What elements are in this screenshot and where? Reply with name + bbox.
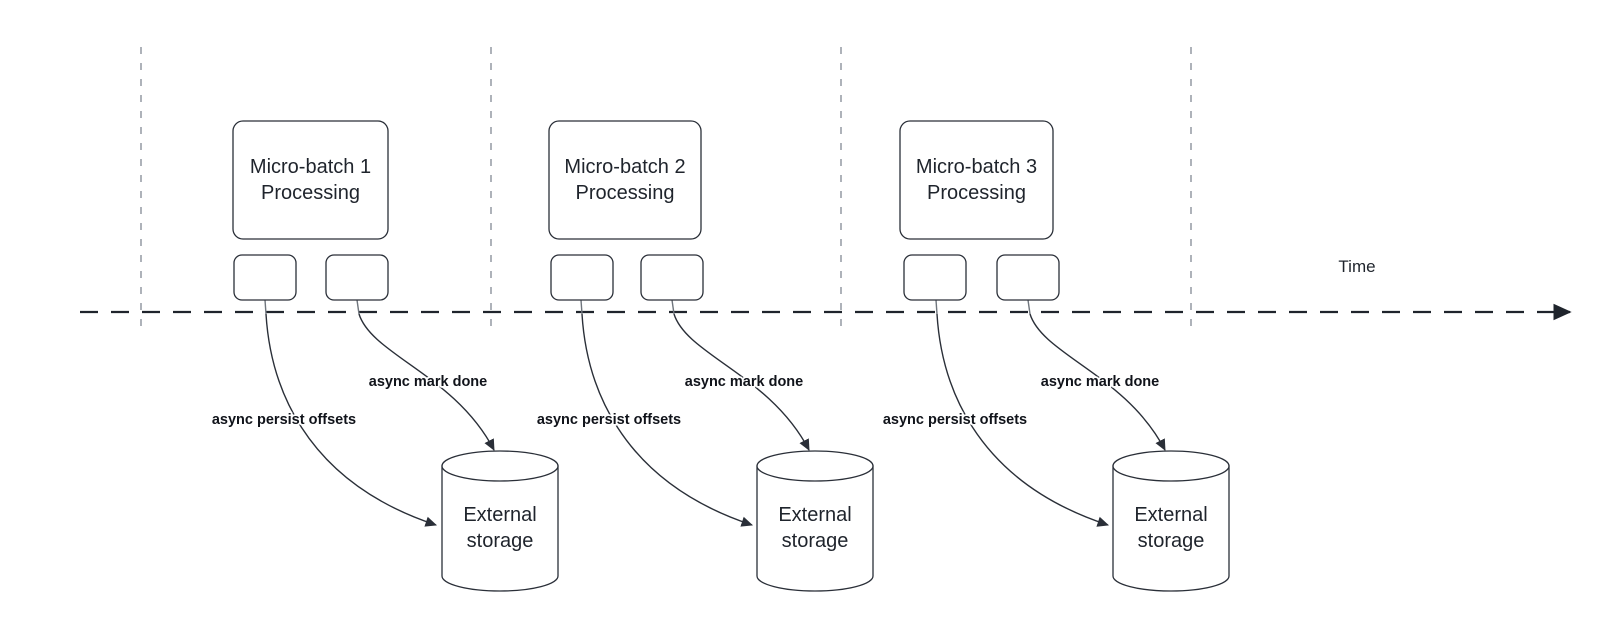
micro-batch-box-3-line1: Micro-batch 3 bbox=[916, 156, 1037, 178]
time-axis-group: Time bbox=[80, 257, 1572, 321]
external-storage-cylinder-top-1 bbox=[441, 450, 559, 482]
persist-task-box-3[interactable] bbox=[903, 254, 967, 301]
micro-batch-box-3-line2: Processing bbox=[927, 182, 1026, 204]
external-storage-cylinder-2[interactable] bbox=[756, 465, 874, 592]
persist-offsets-stem-3 bbox=[935, 299, 938, 315]
edge-labels-group: async persist offsets async mark done asyn… bbox=[210, 372, 1161, 430]
micro-batch-box-2-line1: Micro-batch 2 bbox=[564, 156, 685, 178]
mark-done-label-2: async mark done bbox=[685, 374, 803, 390]
flow-edges-group bbox=[264, 299, 1166, 527]
external-storage-label-1-line2: storage bbox=[467, 530, 534, 552]
micro-batch-box-2[interactable] bbox=[548, 120, 702, 240]
persist-offsets-label-1: async persist offsets bbox=[212, 412, 356, 428]
persist-task-box-2[interactable] bbox=[550, 254, 614, 301]
external-storage-label-1-line1: External bbox=[463, 504, 536, 526]
external-storage-label-3-line1: External bbox=[1134, 504, 1207, 526]
mark-done-task-box-3[interactable] bbox=[996, 254, 1060, 301]
time-axis-label: Time bbox=[1338, 257, 1375, 276]
mark-done-task-box-2[interactable] bbox=[640, 254, 704, 301]
micro-batch-box-3[interactable] bbox=[899, 120, 1054, 240]
mark-done-label-1: async mark done bbox=[369, 374, 487, 390]
persist-offsets-stem-1 bbox=[264, 299, 267, 315]
persist-offsets-arrow-2 bbox=[581, 313, 753, 527]
micro-batch-box-2-line2: Processing bbox=[576, 182, 675, 204]
external-storage-label-3-line2: storage bbox=[1138, 530, 1205, 552]
mark-done-label-3: async mark done bbox=[1041, 374, 1159, 390]
micro-batch-box-1-line1: Micro-batch 1 bbox=[250, 156, 371, 178]
mark-done-stem-2 bbox=[671, 299, 675, 315]
external-storage-cylinder-1[interactable] bbox=[441, 465, 559, 592]
persist-offsets-label-3: async persist offsets bbox=[883, 412, 1027, 428]
micro-batch-box-1-line2: Processing bbox=[261, 182, 360, 204]
external-storage-cylinder-top-2 bbox=[756, 450, 874, 482]
mark-done-arrow-3 bbox=[1029, 313, 1166, 451]
mark-done-stem-3 bbox=[1027, 299, 1031, 315]
mark-done-task-box-1[interactable] bbox=[325, 254, 389, 301]
micro-batch-box-1[interactable] bbox=[232, 120, 389, 240]
persist-offsets-stem-2 bbox=[580, 299, 583, 315]
external-storage-cylinder-top-3 bbox=[1112, 450, 1230, 482]
external-storage-label-2-line1: External bbox=[778, 504, 851, 526]
external-storage-cylinder-3[interactable] bbox=[1112, 465, 1230, 592]
mark-done-arrow-1 bbox=[358, 313, 495, 451]
persist-task-box-1[interactable] bbox=[233, 254, 297, 301]
mark-done-stem-1 bbox=[356, 299, 360, 315]
mark-done-arrow-2 bbox=[673, 313, 810, 451]
persist-offsets-arrow-3 bbox=[936, 313, 1109, 527]
external-storage-label-2-line2: storage bbox=[782, 530, 849, 552]
persist-offsets-label-2: async persist offsets bbox=[537, 412, 681, 428]
persist-offsets-arrow-1 bbox=[265, 313, 437, 527]
